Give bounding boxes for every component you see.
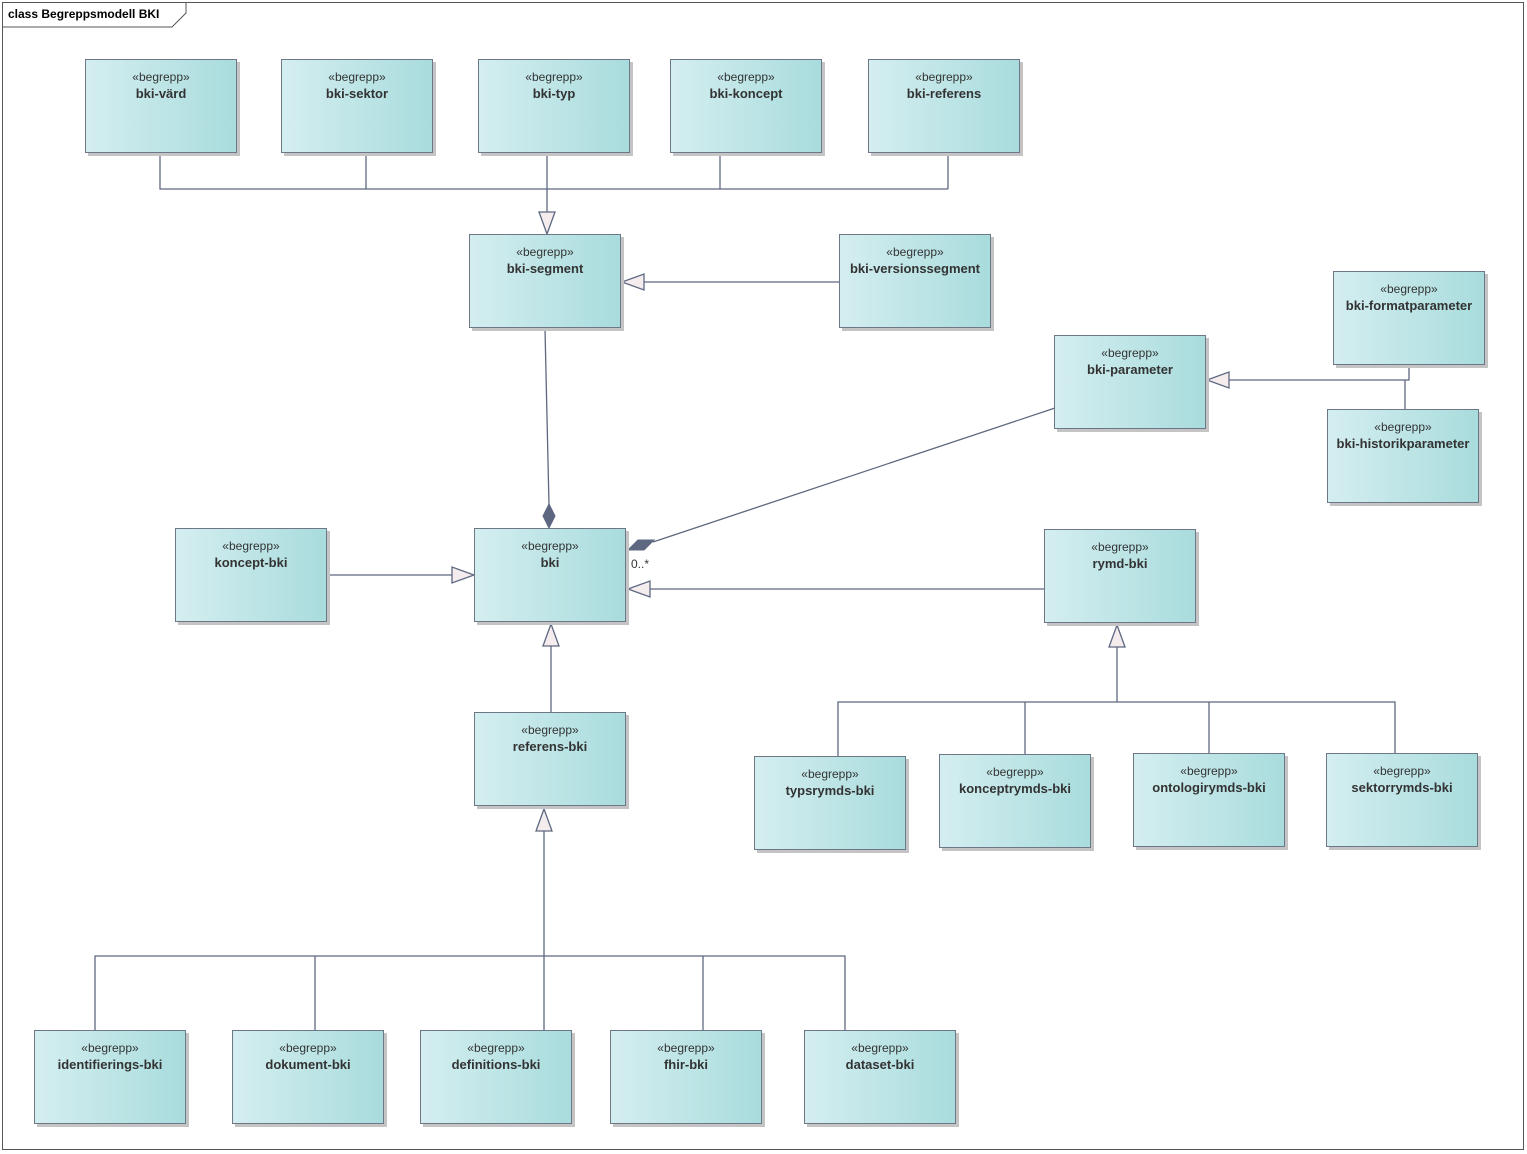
stereotype: «begrepp» bbox=[222, 539, 280, 553]
class-konceptrymds-bki[interactable]: «begrepp» konceptrymds-bki bbox=[939, 754, 1091, 848]
stereotype: «begrepp» bbox=[1380, 282, 1438, 296]
class-name: rymd-bki bbox=[1092, 556, 1148, 571]
class-name: bki-formatparameter bbox=[1345, 298, 1473, 313]
stereotype: «begrepp» bbox=[1101, 346, 1159, 360]
class-bki-versionssegment[interactable]: «begrepp» bki-versionssegment bbox=[839, 234, 991, 328]
class-bki-sektor[interactable]: «begrepp» bki-sektor bbox=[281, 59, 433, 153]
class-name: definitions-bki bbox=[451, 1057, 541, 1072]
composition-diamond-segment bbox=[542, 502, 556, 530]
class-name: fhir-bki bbox=[663, 1057, 709, 1072]
arrowhead-rymd-subtree bbox=[1108, 623, 1126, 648]
class-bki-typ[interactable]: «begrepp» bki-typ bbox=[478, 59, 630, 153]
class-name: identifierings-bki bbox=[57, 1057, 163, 1072]
stereotype: «begrepp» bbox=[81, 1041, 139, 1055]
composition-parameter-bki bbox=[652, 407, 1056, 543]
arrowhead-rymd-bki bbox=[626, 580, 651, 598]
class-bki-formatparameter[interactable]: «begrepp» bki-formatparameter bbox=[1333, 271, 1485, 365]
stereotype: «begrepp» bbox=[279, 1041, 337, 1055]
multiplicity-label: 0..* bbox=[631, 557, 650, 571]
stereotype: «begrepp» bbox=[801, 767, 859, 781]
class-name: referens-bki bbox=[512, 739, 588, 754]
class-name: bki-referens bbox=[906, 86, 982, 101]
class-name: typsrymds-bki bbox=[785, 783, 875, 798]
class-sektorrymds-bki[interactable]: «begrepp» sektorrymds-bki bbox=[1326, 753, 1478, 847]
stereotype: «begrepp» bbox=[521, 539, 579, 553]
class-definitions-bki[interactable]: «begrepp» definitions-bki bbox=[420, 1030, 572, 1124]
class-identifierings-bki[interactable]: «begrepp» identifierings-bki bbox=[34, 1030, 186, 1124]
arrowhead-parameter bbox=[1205, 371, 1230, 389]
class-name: bki-versionssegment bbox=[849, 261, 981, 276]
class-bki[interactable]: «begrepp» bki bbox=[474, 528, 626, 622]
arrowhead-versionssegment bbox=[620, 273, 645, 291]
arrowhead-referens-subtree bbox=[535, 807, 553, 832]
stereotype: «begrepp» bbox=[717, 70, 775, 84]
generalization-referens-subtree bbox=[94, 955, 846, 1031]
stereotype: «begrepp» bbox=[1180, 764, 1238, 778]
class-name: koncept-bki bbox=[214, 555, 288, 570]
class-name: bki-typ bbox=[532, 86, 576, 101]
stereotype: «begrepp» bbox=[1374, 420, 1432, 434]
stereotype: «begrepp» bbox=[851, 1041, 909, 1055]
stereotype: «begrepp» bbox=[986, 765, 1044, 779]
stereotype: «begrepp» bbox=[1373, 764, 1431, 778]
class-name: dataset-bki bbox=[845, 1057, 915, 1072]
arrowhead-koncept-bki bbox=[451, 566, 476, 584]
stereotype: «begrepp» bbox=[516, 245, 574, 259]
class-bki-koncept[interactable]: «begrepp» bki-koncept bbox=[670, 59, 822, 153]
stereotype: «begrepp» bbox=[132, 70, 190, 84]
stereotype: «begrepp» bbox=[521, 723, 579, 737]
class-bki-historikparameter[interactable]: «begrepp» bki-historikparameter bbox=[1327, 409, 1479, 503]
stereotype: «begrepp» bbox=[886, 245, 944, 259]
title-tab-outline bbox=[2, 2, 187, 28]
class-dataset-bki[interactable]: «begrepp» dataset-bki bbox=[804, 1030, 956, 1124]
class-name: bki-värd bbox=[135, 86, 187, 101]
class-name: bki bbox=[540, 555, 560, 570]
class-name: konceptrymds-bki bbox=[959, 781, 1071, 796]
class-typsrymds-bki[interactable]: «begrepp» typsrymds-bki bbox=[754, 756, 906, 850]
class-name: bki-parameter bbox=[1087, 362, 1173, 377]
arrowhead-referens-bki bbox=[542, 622, 560, 647]
class-name: bki-koncept bbox=[709, 86, 783, 101]
class-bki-vard[interactable]: «begrepp» bki-värd bbox=[85, 59, 237, 153]
generalization-formatparameter-parameter bbox=[1229, 366, 1410, 381]
class-name: bki-sektor bbox=[325, 86, 389, 101]
stereotype: «begrepp» bbox=[915, 70, 973, 84]
generalization-vard-segment bbox=[159, 154, 948, 190]
class-ontologirymds-bki[interactable]: «begrepp» ontologirymds-bki bbox=[1133, 753, 1285, 847]
class-name: dokument-bki bbox=[265, 1057, 351, 1072]
class-bki-referens[interactable]: «begrepp» bki-referens bbox=[868, 59, 1020, 153]
class-dokument-bki[interactable]: «begrepp» dokument-bki bbox=[232, 1030, 384, 1124]
class-bki-parameter[interactable]: «begrepp» bki-parameter bbox=[1054, 335, 1206, 429]
arrowhead-segment bbox=[538, 211, 556, 236]
class-bki-segment[interactable]: «begrepp» bki-segment bbox=[469, 234, 621, 328]
class-referens-bki[interactable]: «begrepp» referens-bki bbox=[474, 712, 626, 806]
stereotype: «begrepp» bbox=[328, 70, 386, 84]
class-fhir-bki[interactable]: «begrepp» fhir-bki bbox=[610, 1030, 762, 1124]
class-name: sektorrymds-bki bbox=[1351, 780, 1453, 795]
stereotype: «begrepp» bbox=[525, 70, 583, 84]
composition-diamond-parameter bbox=[626, 539, 656, 551]
class-rymd-bki[interactable]: «begrepp» rymd-bki bbox=[1044, 529, 1196, 623]
stereotype: «begrepp» bbox=[1091, 540, 1149, 554]
stereotype: «begrepp» bbox=[467, 1041, 525, 1055]
class-koncept-bki[interactable]: «begrepp» koncept-bki bbox=[175, 528, 327, 622]
generalization-rymd-subtree bbox=[837, 701, 1396, 757]
class-name: bki-segment bbox=[506, 261, 584, 276]
diagram-title: class Begreppsmodell BKI bbox=[8, 7, 160, 21]
class-name: bki-historikparameter bbox=[1336, 436, 1470, 451]
composition-segment-bki bbox=[544, 328, 550, 506]
class-name: ontologirymds-bki bbox=[1152, 780, 1266, 795]
stereotype: «begrepp» bbox=[657, 1041, 715, 1055]
